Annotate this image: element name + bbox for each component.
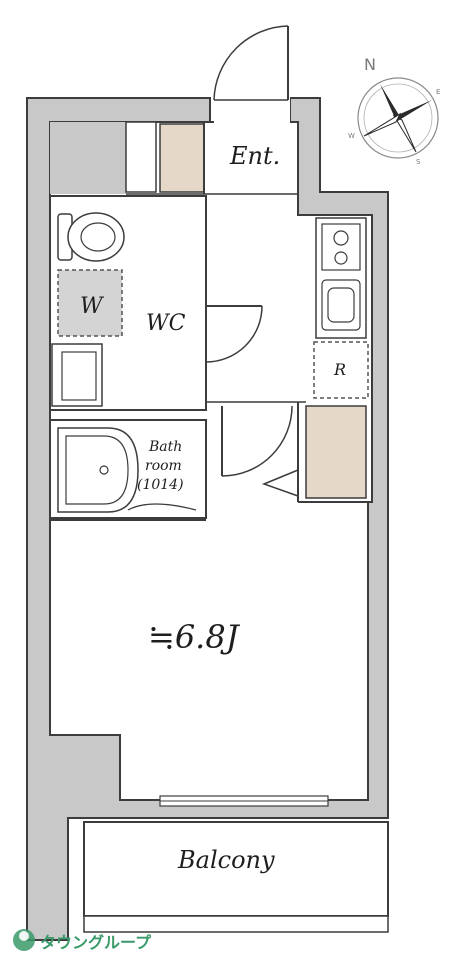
- compass-west: W: [348, 132, 355, 140]
- label-bath-2: room: [145, 458, 182, 474]
- sink-icon: [51, 343, 103, 407]
- label-wc: WC: [146, 311, 186, 336]
- kitchen-sink-icon: [321, 279, 361, 331]
- label-fridge: R: [333, 360, 346, 379]
- compass-east: E: [436, 88, 440, 96]
- kitchen: [313, 217, 369, 399]
- compass-north: N: [364, 55, 376, 74]
- bathroom: [49, 419, 207, 519]
- label-bath-3: (1014): [137, 477, 184, 493]
- balcony: [83, 821, 389, 933]
- label-balcony: Balcony: [177, 846, 275, 874]
- label-living-size: ≒6.8J: [148, 618, 241, 656]
- fridge-space: [313, 341, 369, 399]
- compass-south: S: [416, 158, 421, 166]
- label-entrance: Ent.: [229, 142, 280, 170]
- toilet-icon: [57, 212, 125, 262]
- balcony-window: [159, 795, 329, 807]
- wc-block: [49, 195, 207, 411]
- bath-door: [221, 405, 293, 477]
- logo-text: タウングループ: [40, 933, 152, 952]
- entrance-door: [213, 25, 290, 124]
- stove-icon: [321, 223, 361, 271]
- label-washer: W: [80, 294, 105, 319]
- wc-door: [205, 305, 263, 363]
- bathtub-icon: [57, 427, 139, 513]
- closet: [261, 402, 372, 503]
- compass-icon: N E S W: [348, 55, 440, 166]
- washer-space: [57, 269, 123, 337]
- company-logo: タウングループ: [13, 929, 152, 952]
- entrance-area: [50, 121, 299, 215]
- label-bath-1: Bath: [148, 439, 182, 455]
